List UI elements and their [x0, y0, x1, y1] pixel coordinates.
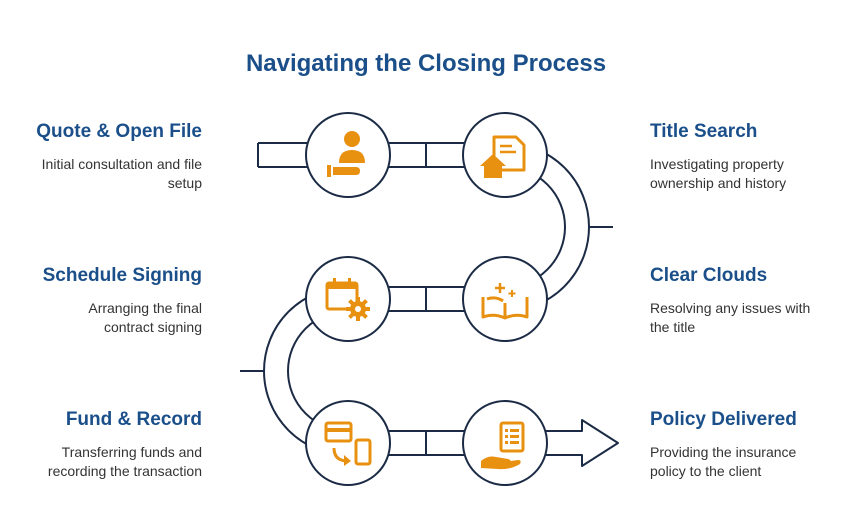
- step-description-line: Providing the insurance: [650, 444, 797, 460]
- step-description-line: Arranging the final: [88, 300, 202, 316]
- step-title: Policy Delivered: [650, 409, 797, 430]
- step-fund-record: Fund & Record Transferring funds and rec…: [2, 409, 202, 481]
- step-title: Quote & Open File: [36, 121, 202, 142]
- node-circle-fund: [305, 400, 391, 486]
- step-quote-open-file: Quote & Open File Initial consultation a…: [2, 121, 202, 193]
- step-description: Transferring funds and recording the tra…: [2, 443, 202, 481]
- step-title: Title Search: [650, 121, 758, 142]
- hand-document-icon: [481, 421, 525, 470]
- step-description-line: Initial consultation and file: [41, 156, 202, 172]
- person-hand-icon: [327, 131, 365, 177]
- node-circle-clear-clouds: [462, 256, 548, 342]
- step-description: Investigating property ownership and his…: [650, 155, 850, 193]
- step-title: Fund & Record: [65, 409, 202, 430]
- page-title: Navigating the Closing Process: [245, 50, 607, 77]
- step-description: Initial consultation and file setup: [2, 155, 202, 193]
- step-description-line: Transferring funds and: [61, 444, 202, 460]
- step-description: Providing the insurance policy to the cl…: [650, 443, 850, 481]
- step-description-line: policy to the client: [650, 463, 762, 479]
- path-band-bottom-arrow: [348, 419, 619, 467]
- step-title: Schedule Signing: [42, 265, 202, 286]
- step-clear-clouds: Clear Clouds Resolving any issues with t…: [650, 265, 850, 337]
- step-title: Clear Clouds: [650, 265, 768, 286]
- step-description: Arranging the final contract signing: [2, 299, 202, 337]
- node-circle-schedule: [305, 256, 391, 342]
- step-description-line: Resolving any issues with: [650, 300, 811, 316]
- calendar-gear-icon: [325, 278, 370, 321]
- step-title-search: Title Search Investigating property owne…: [650, 121, 850, 193]
- step-description-line: ownership and history: [650, 175, 787, 191]
- card-phone-transfer-icon: [324, 421, 372, 466]
- open-book-sparkle-icon: [481, 283, 529, 320]
- step-schedule-signing: Schedule Signing Arranging the final con…: [2, 265, 202, 337]
- step-description-line: setup: [167, 175, 202, 191]
- house-document-icon: [480, 135, 526, 178]
- step-description-line: contract signing: [103, 319, 202, 335]
- step-policy-delivered: Policy Delivered Providing the insurance…: [650, 409, 850, 481]
- step-description-line: recording the transaction: [47, 463, 202, 479]
- step-description: Resolving any issues with the title: [650, 299, 850, 337]
- step-description-line: the title: [650, 319, 696, 335]
- step-description-line: Investigating property: [650, 156, 784, 172]
